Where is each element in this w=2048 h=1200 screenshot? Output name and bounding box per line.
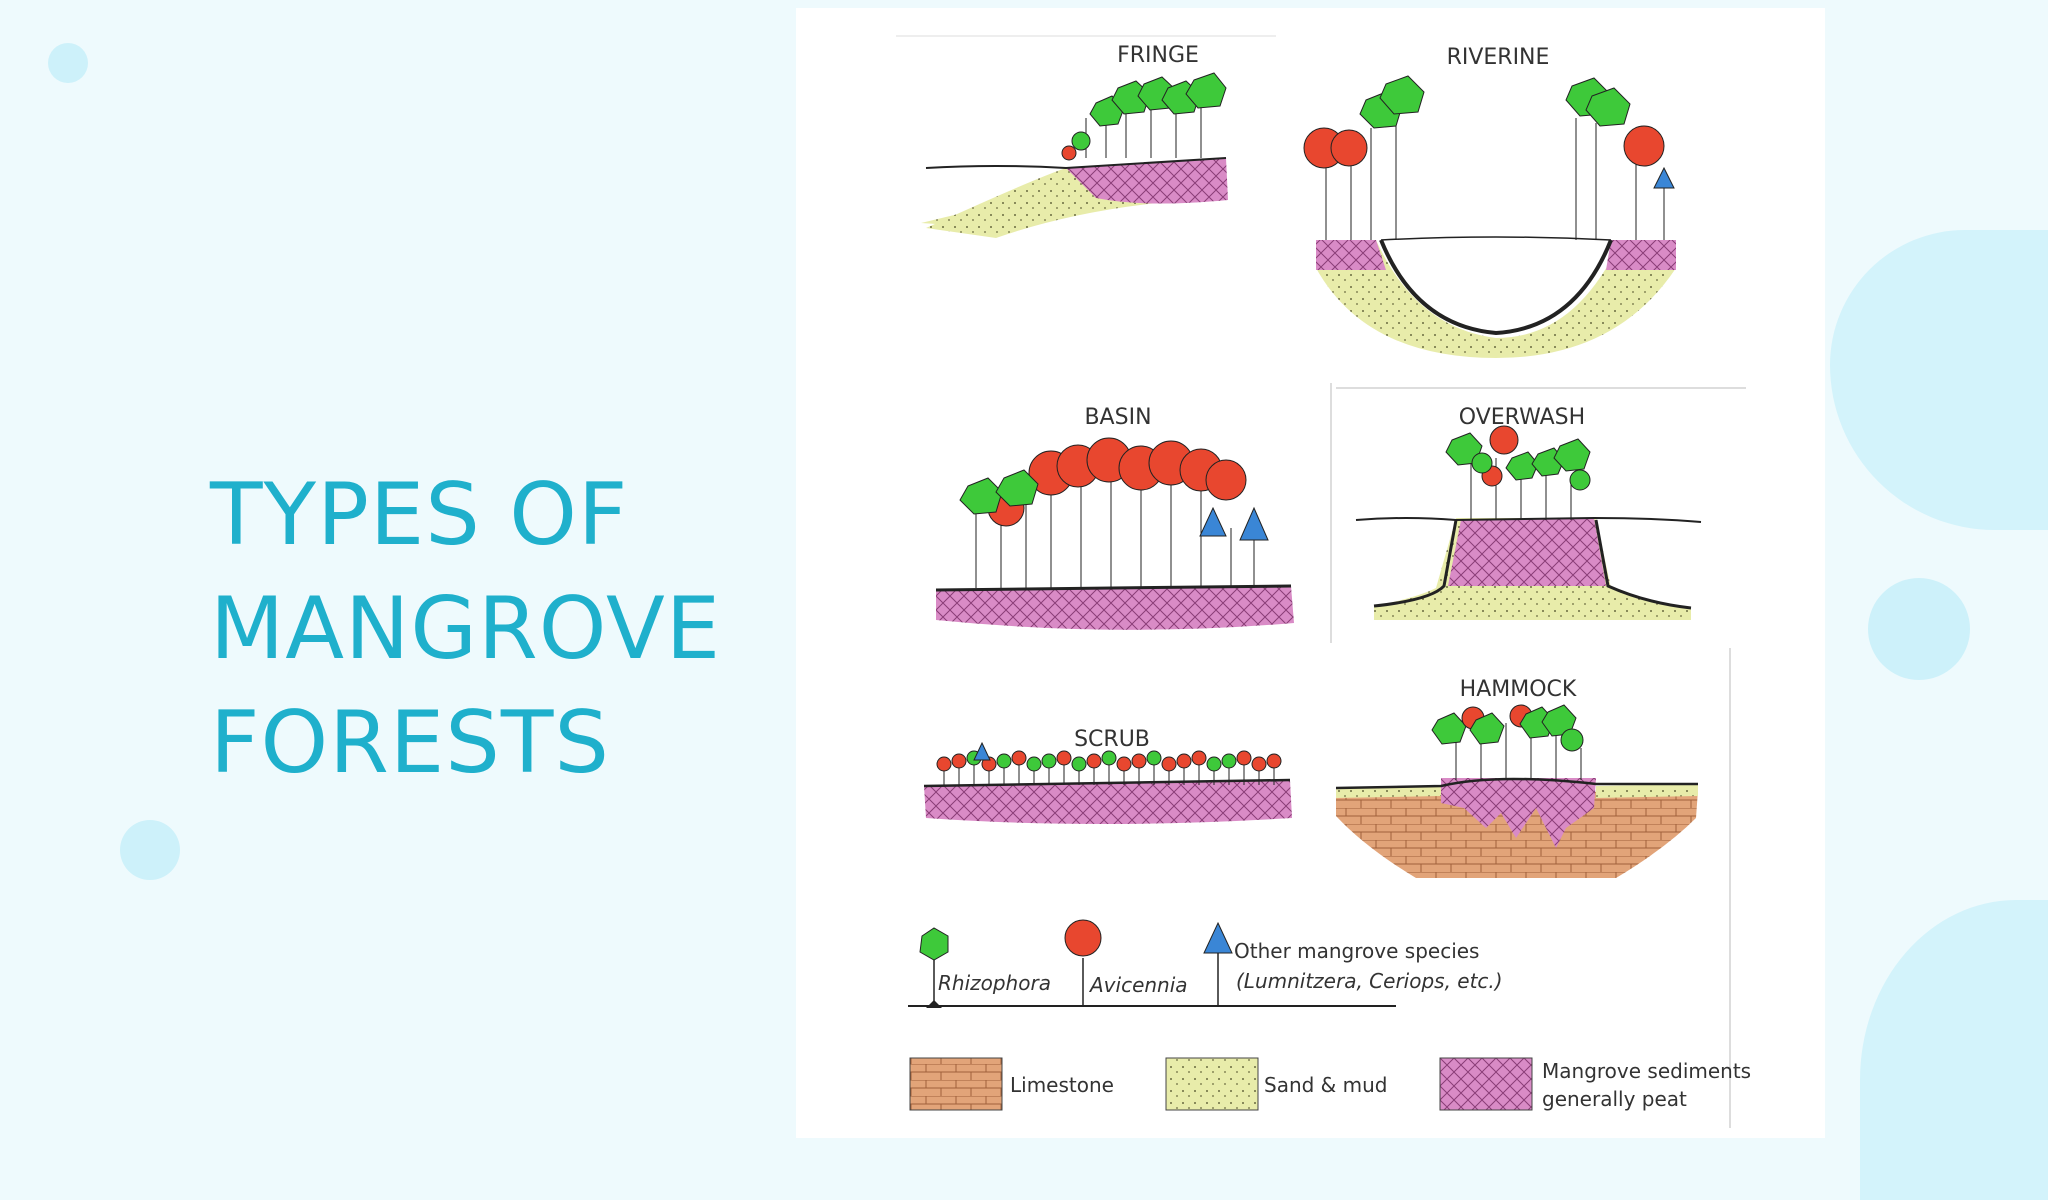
fringe-waterline [925, 157, 1227, 170]
scrub-tree-crown [1116, 756, 1132, 772]
panel-label-fringe: FRINGE [1117, 43, 1199, 68]
diagram-svg: FRINGE RIVERINE [896, 35, 1751, 1128]
blue-triangle-icon [1203, 921, 1233, 954]
scrub-peat [924, 780, 1292, 824]
legend-label-other-species: Other mangrove species [1234, 939, 1479, 963]
peat-swatch [1439, 1057, 1533, 1111]
scrub-tree-crown [1041, 753, 1057, 769]
scrub-tree-crown [1251, 756, 1267, 772]
legend-rhizophora: Rhizophora [919, 927, 1051, 1008]
scrub-tree-crown [936, 756, 952, 772]
panel-label-scrub: SCRUB [1074, 727, 1150, 752]
legend-limestone: Limestone [909, 1057, 1114, 1111]
substrate-legend: Limestone Sand & mud Mangrove sediments … [909, 1057, 1751, 1111]
green-hexagon-icon [919, 927, 949, 961]
scrub-other-species-tree [973, 741, 991, 761]
panel-scrub: SCRUB [923, 727, 1292, 824]
legend-label-rhizophora: Rhizophora [938, 971, 1051, 995]
overwash-peat [1448, 518, 1606, 586]
title-line-1: TYPES OF [210, 465, 629, 565]
decor-blob-mid-left [120, 820, 180, 880]
slide-title: TYPES OF MANGROVE FORESTS [210, 458, 810, 800]
hammock-peat [1441, 778, 1596, 848]
fringe-peat [1066, 158, 1228, 204]
legend-label-avicennia: Avicennia [1088, 973, 1188, 997]
panel-hammock: HAMMOCK [1335, 648, 1731, 1128]
panel-basin: BASIN [935, 405, 1294, 630]
scrub-tree-crown [951, 753, 967, 769]
riverine-trees-left [1303, 75, 1425, 240]
scrub-tree-crown [1266, 753, 1282, 769]
scrub-tree-crown [1161, 756, 1177, 772]
scrub-tree-crown [1026, 756, 1042, 772]
riverine-sand [1316, 240, 1676, 358]
basin-trees [959, 437, 1269, 588]
scrub-tree-crown [1101, 750, 1117, 766]
panel-label-overwash: OVERWASH [1459, 405, 1585, 430]
legend-label-other-species-detail: (Lumnitzera, Ceriops, etc.) [1236, 969, 1503, 993]
panel-label-basin: BASIN [1084, 405, 1151, 430]
scrub-tree-crown [996, 753, 1012, 769]
scrub-tree-crown [1071, 756, 1087, 772]
legend-other-species: Other mangrove species (Lumnitzera, Ceri… [1203, 921, 1503, 1006]
red-circle-icon [1064, 919, 1102, 957]
scrub-tree-crown [1176, 753, 1192, 769]
legend-avicennia: Avicennia [1064, 919, 1188, 1006]
overwash-trees [1445, 425, 1591, 520]
title-line-3: FORESTS [210, 693, 610, 793]
legend-label-sediments-line2: generally peat [1542, 1087, 1687, 1111]
scrub-tree-crown [1131, 753, 1147, 769]
decor-wave-right-top [1830, 230, 2048, 530]
scrub-tree-crown [1056, 750, 1072, 766]
panel-label-hammock: HAMMOCK [1460, 677, 1577, 702]
limestone-swatch [909, 1057, 1003, 1111]
overwash-waterline [1355, 516, 1702, 523]
panel-riverine: RIVERINE [1303, 45, 1676, 358]
fringe-trees [1061, 72, 1227, 161]
scrub-tree-crown [1086, 753, 1102, 769]
tree-legend: Rhizophora Avicennia Other mangrove spec… [908, 919, 1503, 1008]
riverine-trees-right [1565, 77, 1675, 240]
panel-fringe: FRINGE [896, 35, 1276, 238]
scrub-tree-crown [1236, 750, 1252, 766]
decor-blob-top-left [48, 43, 88, 83]
decor-wave-right-bottom [1860, 900, 2048, 1200]
legend-label-sediments-line1: Mangrove sediments [1542, 1059, 1751, 1083]
legend-label-limestone: Limestone [1010, 1073, 1114, 1097]
riverine-channel [1379, 239, 1613, 336]
scrub-tree-crown [1011, 750, 1027, 766]
legend-mangrove-sediments: Mangrove sediments generally peat [1439, 1057, 1751, 1111]
panel-overwash: OVERWASH [1330, 383, 1746, 643]
hammock-trees [1431, 704, 1584, 780]
scrub-tree-crown [1146, 750, 1162, 766]
scrub-tree-crown [1221, 753, 1237, 769]
scrub-tree-crown [1206, 756, 1222, 772]
basin-peat [936, 586, 1294, 630]
scrub-trees [936, 741, 1282, 785]
decor-blob-right [1868, 578, 1970, 680]
mangrove-types-diagram: FRINGE RIVERINE [796, 8, 1825, 1138]
legend-sand-mud: Sand & mud [1165, 1057, 1388, 1111]
panel-label-riverine: RIVERINE [1447, 45, 1550, 70]
legend-label-sand-mud: Sand & mud [1264, 1073, 1388, 1097]
sand-mud-swatch [1165, 1057, 1259, 1111]
scrub-tree-crown [1191, 750, 1207, 766]
title-line-2: MANGROVE [210, 579, 722, 679]
